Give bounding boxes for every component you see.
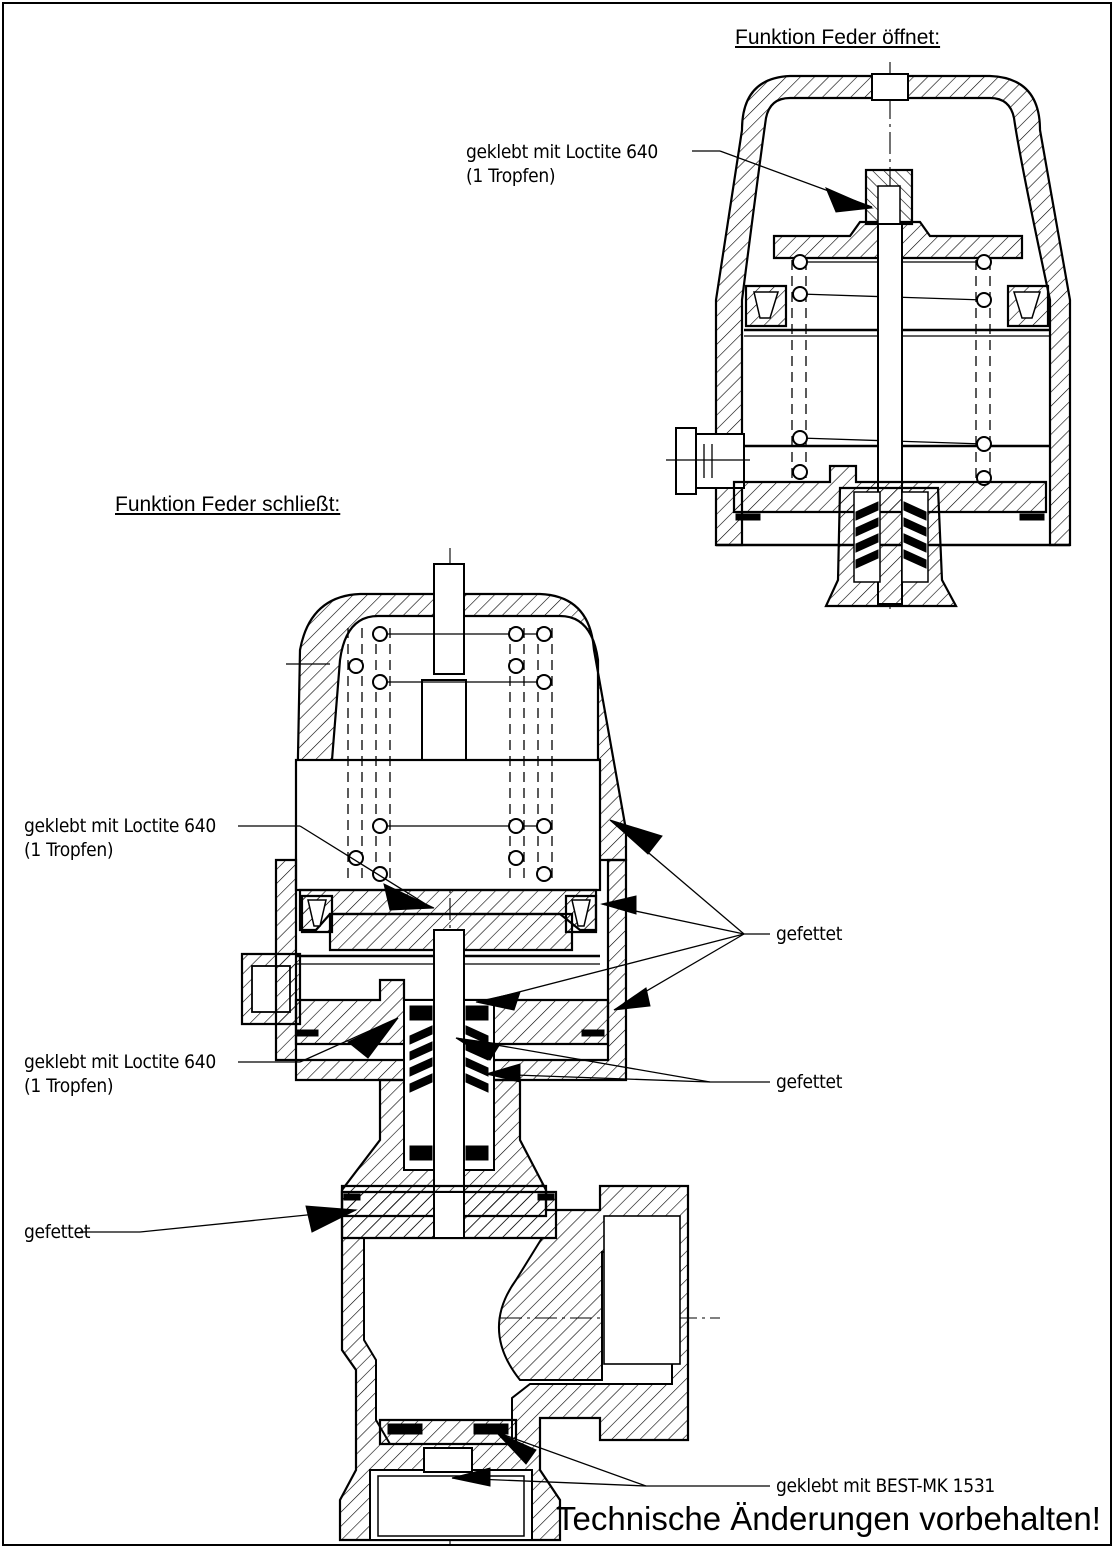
vent-bore xyxy=(871,73,909,101)
note-loctite-gland: geklebt mit Loctite 640 (1 Tropfen) xyxy=(24,1050,216,1098)
leader-lines xyxy=(80,150,874,1487)
note-line: (1 Tropfen) xyxy=(466,165,556,187)
spring-coils-lower xyxy=(348,626,552,882)
bonnet-housing xyxy=(714,74,1072,547)
assembly-spring-closes xyxy=(240,548,720,1545)
outlet-thread xyxy=(603,1215,681,1365)
arrowhead xyxy=(825,187,874,213)
air-port-fitting xyxy=(666,427,750,495)
indicator-rod xyxy=(433,563,465,675)
note-line: (1 Tropfen) xyxy=(24,839,114,861)
note-line: (1 Tropfen) xyxy=(24,1075,114,1097)
heading-spring-opens: Funktion Feder öffnet: xyxy=(735,26,941,49)
note-line: geklebt mit Loctite 640 xyxy=(24,815,216,837)
packing-rings-top xyxy=(855,501,927,569)
note-greased-piston: gefettet xyxy=(776,923,843,945)
assembly-spring-opens xyxy=(666,62,1072,612)
disclaimer-text: Technische Änderungen vorbehalten! xyxy=(556,1500,1101,1537)
note-greased-flange: gefettet xyxy=(24,1221,91,1243)
seal-ring-right xyxy=(1019,513,1045,521)
note-loctite-top: geklebt mit Loctite 640 (1 Tropfen) xyxy=(466,140,658,188)
gland-housing xyxy=(824,486,958,608)
inlet-bore xyxy=(369,1469,533,1541)
seal-ring-left xyxy=(735,513,761,521)
cylinder-wall-lower xyxy=(274,858,628,1082)
disc-nut xyxy=(423,1447,473,1473)
note-line: geklebt mit Loctite 640 xyxy=(466,141,658,163)
note-loctite-piston: geklebt mit Loctite 640 (1 Tropfen) xyxy=(24,814,216,862)
note-line: geklebt mit Loctite 640 xyxy=(24,1051,216,1073)
note-greased-gland: gefettet xyxy=(776,1071,843,1093)
note-glued-best: geklebt mit BEST-MK 1531 xyxy=(776,1475,995,1497)
heading-spring-closes: Funktion Feder schließt: xyxy=(115,493,341,516)
